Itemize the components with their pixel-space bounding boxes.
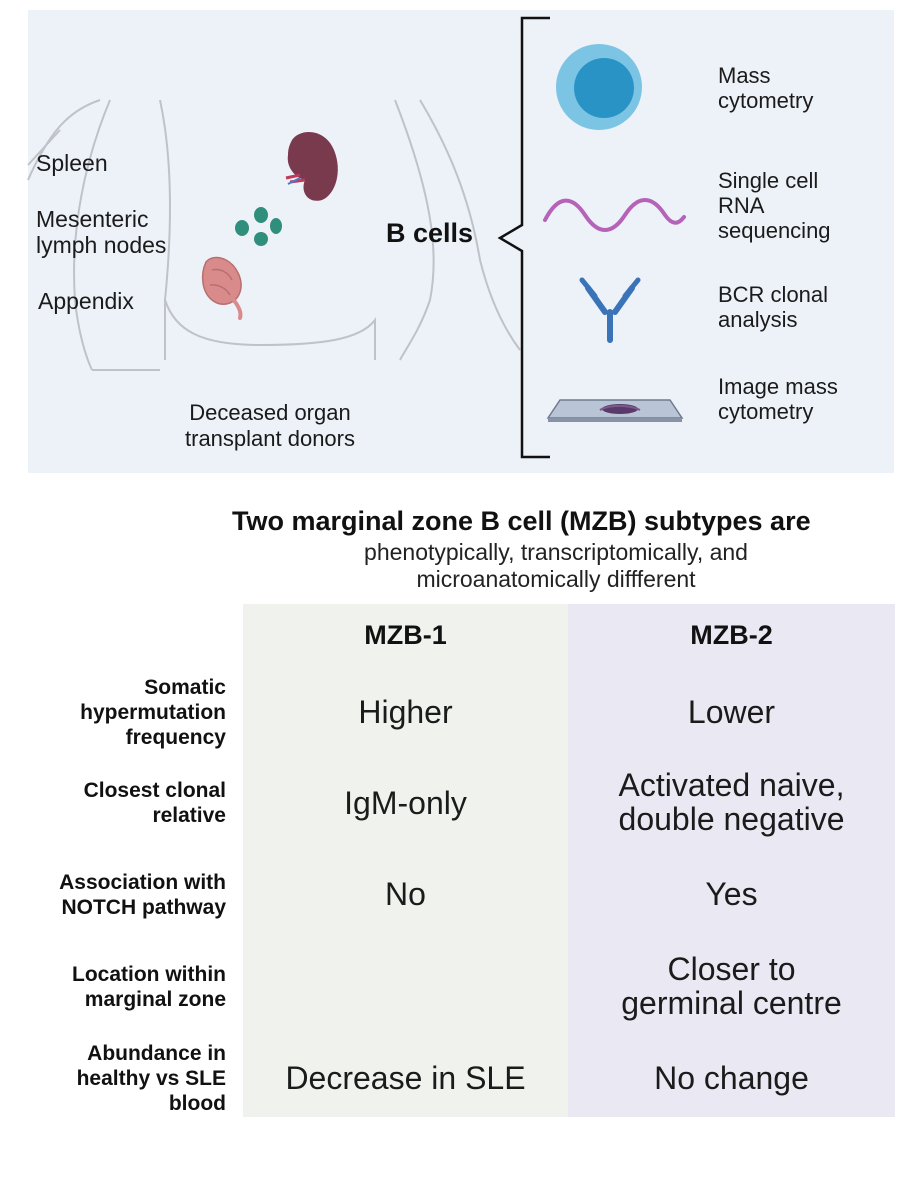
mzb1-column-bg xyxy=(243,604,568,1117)
row-label-abundance-sle: Abundance in healthy vs SLE blood xyxy=(76,1042,226,1115)
antibody-icon xyxy=(579,277,641,343)
lymph-nodes-icon xyxy=(235,207,282,246)
cell-mzb2-notch: Yes xyxy=(705,876,758,912)
study-overview-panel xyxy=(28,10,894,473)
overview-graphics xyxy=(27,16,686,459)
column-header-mzb1: MZB-1 xyxy=(364,620,447,650)
summary-title: Two marginal zone B cell (MZB) subtypes … xyxy=(232,506,811,536)
cell-mzb1-clonal: IgM-only xyxy=(344,785,467,821)
organ-label-appendix: Appendix xyxy=(38,288,134,314)
cell-icon xyxy=(556,44,642,130)
cell-mzb2-shm: Lower xyxy=(687,694,776,730)
row-label-location-marginal-zone: Location within marginal zone xyxy=(72,963,226,1011)
row-label-closest-clonal-relative: Closest clonal relative xyxy=(83,779,226,827)
summary-subtitle: phenotypically, transcriptomically, and … xyxy=(364,539,748,592)
organ-label-mesenteric-lymph-nodes: Mesenteric lymph nodes xyxy=(36,206,167,258)
bracket xyxy=(497,16,550,459)
donors-caption: Deceased organ transplant donors xyxy=(185,400,355,451)
column-header-mzb2: MZB-2 xyxy=(690,620,773,650)
row-label-notch-association: Association with NOTCH pathway xyxy=(59,871,226,919)
mzb2-column-bg xyxy=(568,604,895,1117)
cell-mzb2-clonal: Activated naive, double negative xyxy=(618,767,845,837)
tissue-slide-icon xyxy=(546,399,684,422)
b-cells-label: B cells xyxy=(386,218,474,248)
method-image-mass-cytometry: Image mass cytometry xyxy=(718,374,838,424)
rna-wave-icon xyxy=(543,198,686,232)
method-bcr-clonal-analysis: BCR clonal analysis xyxy=(718,282,829,332)
row-label-shm-frequency: Somatic hypermutation frequency xyxy=(80,676,226,749)
method-single-cell-rna-seq: Single cell RNA sequencing xyxy=(718,168,831,243)
appendix-icon xyxy=(201,256,243,320)
cell-mzb2-abundance: No change xyxy=(654,1060,809,1096)
organ-label-spleen: Spleen xyxy=(36,150,108,176)
cell-mzb1-shm: Higher xyxy=(358,694,453,730)
cell-mzb1-abundance: Decrease in SLE xyxy=(285,1060,526,1096)
cell-mzb1-notch: No xyxy=(385,876,426,912)
spleen-icon xyxy=(285,131,338,201)
torso-outline xyxy=(27,99,521,371)
method-mass-cytometry: Mass cytometry xyxy=(718,63,814,113)
cell-mzb2-location: Closer to germinal centre xyxy=(621,951,842,1021)
